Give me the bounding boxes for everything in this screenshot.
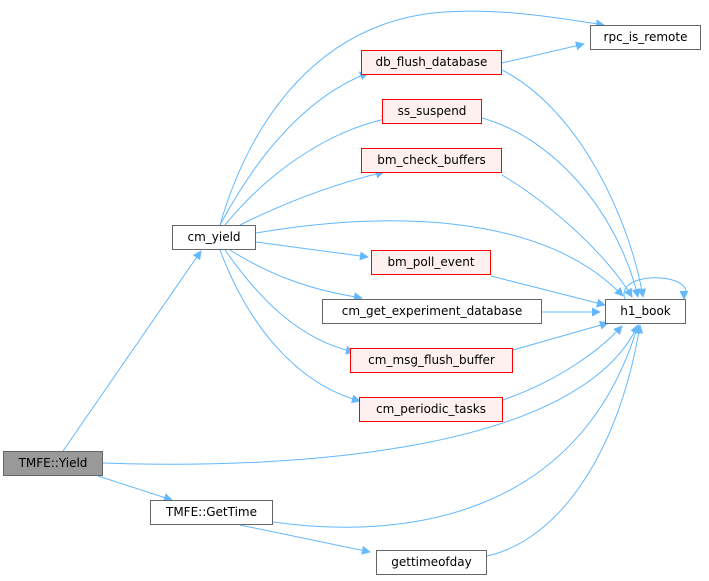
edge-yield-h1 bbox=[102, 324, 639, 465]
edge-db-flush-h1 bbox=[501, 69, 647, 298]
node-tmfe-yield: TMFE::Yield bbox=[3, 451, 103, 476]
edge-cm-yield-db-flush bbox=[219, 71, 369, 226]
edge-gettimeofday-h1 bbox=[486, 324, 644, 557]
edge-cm-yield-ss-suspend bbox=[224, 115, 391, 226]
edge-bm-poll-h1 bbox=[490, 275, 606, 308]
node-bm-poll-event[interactable]: bm_poll_event bbox=[371, 250, 491, 275]
node-cm-yield[interactable]: cm_yield bbox=[172, 225, 256, 250]
edge-db-flush-rpc bbox=[501, 41, 585, 64]
edge-bm-check-h1 bbox=[501, 174, 633, 298]
edge-cm-periodic-h1 bbox=[502, 325, 623, 401]
node-rpc-is-remote[interactable]: rpc_is_remote bbox=[590, 25, 701, 50]
edge-yield-gettime bbox=[97, 475, 173, 502]
node-gettimeofday[interactable]: gettimeofday bbox=[376, 550, 487, 575]
node-tmfe-gettime[interactable]: TMFE::GetTime bbox=[150, 500, 273, 525]
edge-cm-msg-h1 bbox=[512, 320, 609, 351]
edge-h1-self bbox=[623, 277, 689, 300]
node-bm-check-buffers[interactable]: bm_check_buffers bbox=[361, 148, 502, 173]
edge-gettime-h1 bbox=[272, 324, 640, 528]
edge-cm-yield-cm-msg bbox=[224, 249, 355, 355]
node-ss-suspend[interactable]: ss_suspend bbox=[382, 99, 482, 124]
edge-gettime-gettimeofday bbox=[239, 524, 371, 555]
edge-cm-yield-bm-check bbox=[239, 169, 385, 226]
edge-cm-yield-h1 bbox=[255, 220, 624, 297]
node-cm-get-experiment-database[interactable]: cm_get_experiment_database bbox=[322, 299, 542, 324]
edge-cm-yield-bm-poll bbox=[255, 241, 369, 261]
edge-cm-yield-cm-get bbox=[229, 249, 363, 302]
node-db-flush-database[interactable]: db_flush_database bbox=[361, 50, 502, 75]
node-cm-periodic-tasks[interactable]: cm_periodic_tasks bbox=[359, 397, 503, 422]
edge-cm-yield-rpc bbox=[219, 10, 605, 226]
edge-ss-suspend-h1 bbox=[481, 117, 641, 298]
node-h1-book[interactable]: h1_book bbox=[605, 299, 686, 324]
edge-yield-cm-yield bbox=[62, 250, 202, 452]
node-cm-msg-flush-buffer[interactable]: cm_msg_flush_buffer bbox=[350, 348, 513, 373]
edge-cm-yield-cm-periodic bbox=[219, 249, 361, 404]
